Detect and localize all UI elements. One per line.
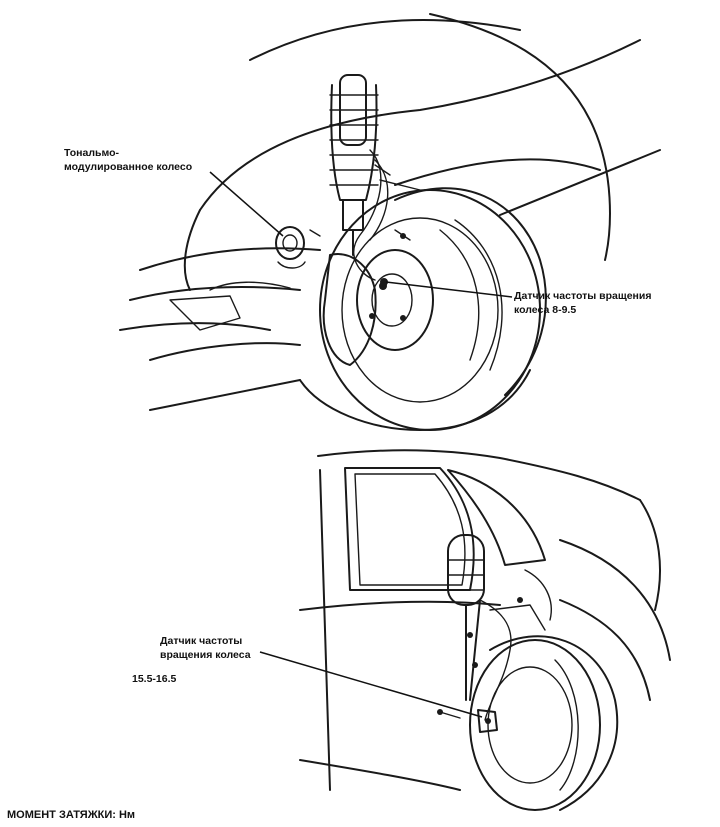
tone-wheel-label-line-2: модулированное колесо [64, 161, 193, 173]
front-car-body [119, 13, 661, 431]
tone-wheel-label-line-1: Тональмо- [64, 147, 120, 159]
rear-sensor-label: Датчик частоты вращения колеса [160, 634, 251, 662]
rear-sensor-label-line-1: Датчик частоты [160, 635, 243, 647]
front-sensor-leader [385, 281, 513, 298]
rear-car-body [299, 449, 671, 811]
tone-wheel-leader [209, 171, 284, 237]
rear-torque-value: 15.5-16.5 [132, 673, 177, 685]
tone-wheel-label: Тональмо- модулированное колесо [64, 146, 192, 174]
front-sensor-label: Датчик частоты вращения колеса 8-9.5 [514, 289, 651, 317]
front-sensor-label-line-1: Датчик частоты вращения [514, 290, 652, 302]
rear-sensor-label-line-2: вращения колеса [160, 649, 251, 661]
rear-sensor-leader [259, 651, 483, 718]
front-sensor-label-line-2: колеса 8-9.5 [514, 304, 577, 316]
torque-footer: МОМЕНТ ЗАТЯЖКИ: Нм [7, 809, 136, 821]
